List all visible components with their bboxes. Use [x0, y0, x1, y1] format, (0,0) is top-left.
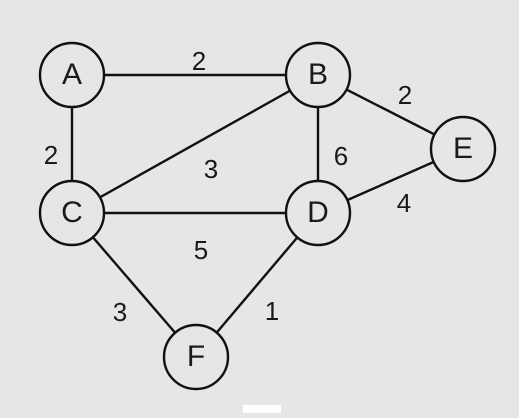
edge-weight-d-f: 1	[265, 296, 279, 326]
node-circle-d	[284, 179, 352, 247]
edge-weight-c-d: 5	[194, 235, 208, 265]
node-label-d: D	[307, 196, 329, 229]
edge-weight-b-d: 6	[334, 141, 348, 171]
node-circle-c	[38, 179, 106, 247]
node-circle-a	[38, 41, 106, 109]
edge-weight-b-c: 3	[204, 154, 218, 184]
node-circle-f	[162, 323, 230, 391]
node-label-a: A	[62, 58, 82, 91]
node-label-f: F	[187, 340, 205, 373]
node-f: F	[162, 323, 230, 391]
edge-weight-c-f: 3	[113, 297, 127, 327]
bottom-marker	[243, 405, 281, 413]
node-label-c: C	[61, 196, 83, 229]
edge-weight-a-b: 2	[192, 46, 206, 76]
edge-labels-layer: 2 2 3 6 2 5 4 3 1	[44, 46, 412, 327]
edge-weight-d-e: 4	[397, 188, 411, 218]
node-b: B	[284, 41, 352, 109]
node-c: C	[38, 179, 106, 247]
node-circle-e	[429, 115, 497, 183]
edge-weight-a-c: 2	[44, 140, 58, 170]
node-d: D	[284, 179, 352, 247]
edge-b-c	[71, 73, 319, 215]
node-circle-b	[284, 41, 352, 109]
node-a: A	[38, 41, 106, 109]
nodes-layer: A B C D E F	[38, 41, 497, 391]
node-label-e: E	[453, 132, 473, 165]
node-e: E	[429, 115, 497, 183]
node-label-b: B	[308, 58, 328, 91]
edge-weight-b-e: 2	[398, 80, 412, 110]
